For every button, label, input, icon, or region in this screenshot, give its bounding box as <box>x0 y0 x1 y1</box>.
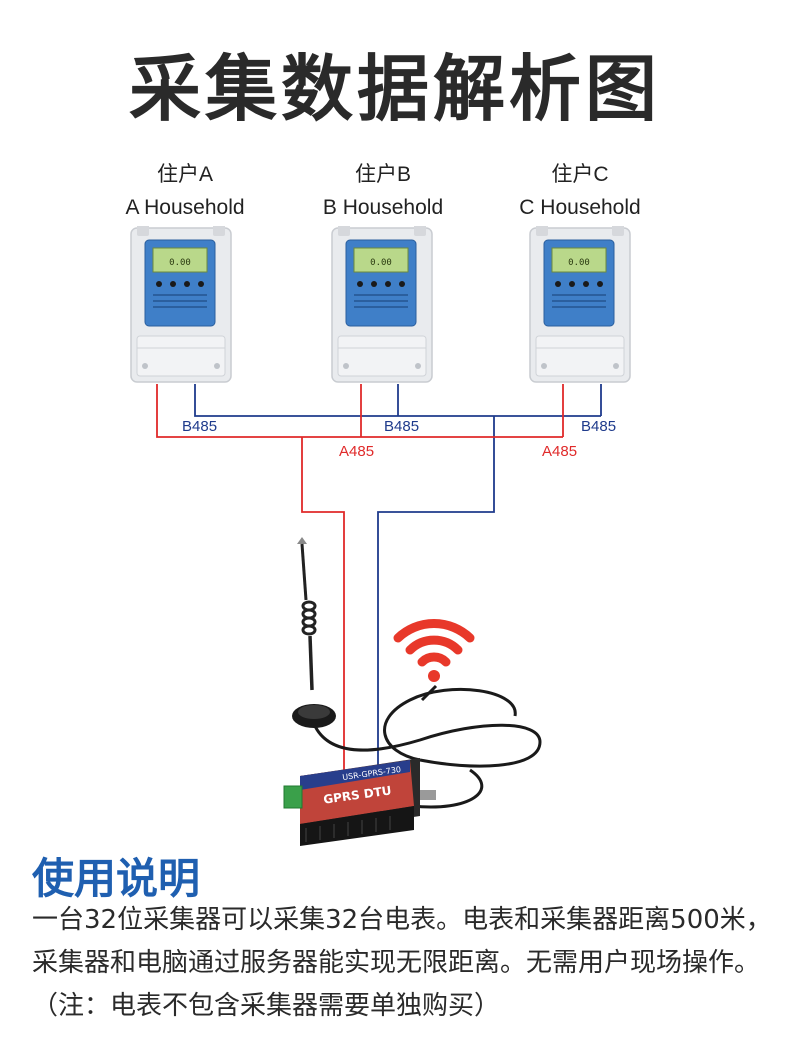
page-title: 采集数据解析图 <box>128 47 661 131</box>
household-a-cn: 住户A <box>156 163 213 186</box>
wifi-icon <box>393 619 475 682</box>
household-c-cn: 住户C <box>551 163 609 186</box>
b485-label-1: B485 <box>182 418 218 435</box>
a485-label-1: A485 <box>339 443 375 460</box>
household-b-cn: 住户B <box>354 163 411 186</box>
meter-c-image <box>529 226 631 383</box>
usage-title: 使用说明 <box>32 854 201 903</box>
household-c-label: 住户C C Household <box>490 158 670 224</box>
meter-a-image <box>130 226 232 383</box>
household-c-en: C Household <box>519 196 641 219</box>
b485-label-2: B485 <box>384 418 420 435</box>
gprs-dtu-device: USR-GPRS-730 GPRS DTU <box>283 758 436 846</box>
cable-icon <box>312 684 542 809</box>
a485-label-2: A485 <box>542 443 578 460</box>
b485-label-3: B485 <box>581 418 617 435</box>
household-b-label: 住户B B Household <box>293 158 473 224</box>
antenna-icon <box>292 537 336 728</box>
usage-text: 一台32位采集器可以采集32台电表。电表和采集器距离500米，采集器和电脑通过服… <box>32 905 772 1021</box>
household-a-en: A Household <box>125 196 245 219</box>
household-b-en: B Household <box>322 196 444 219</box>
meter-b-image <box>331 226 433 383</box>
household-a-label: 住户A A Household <box>95 158 275 224</box>
